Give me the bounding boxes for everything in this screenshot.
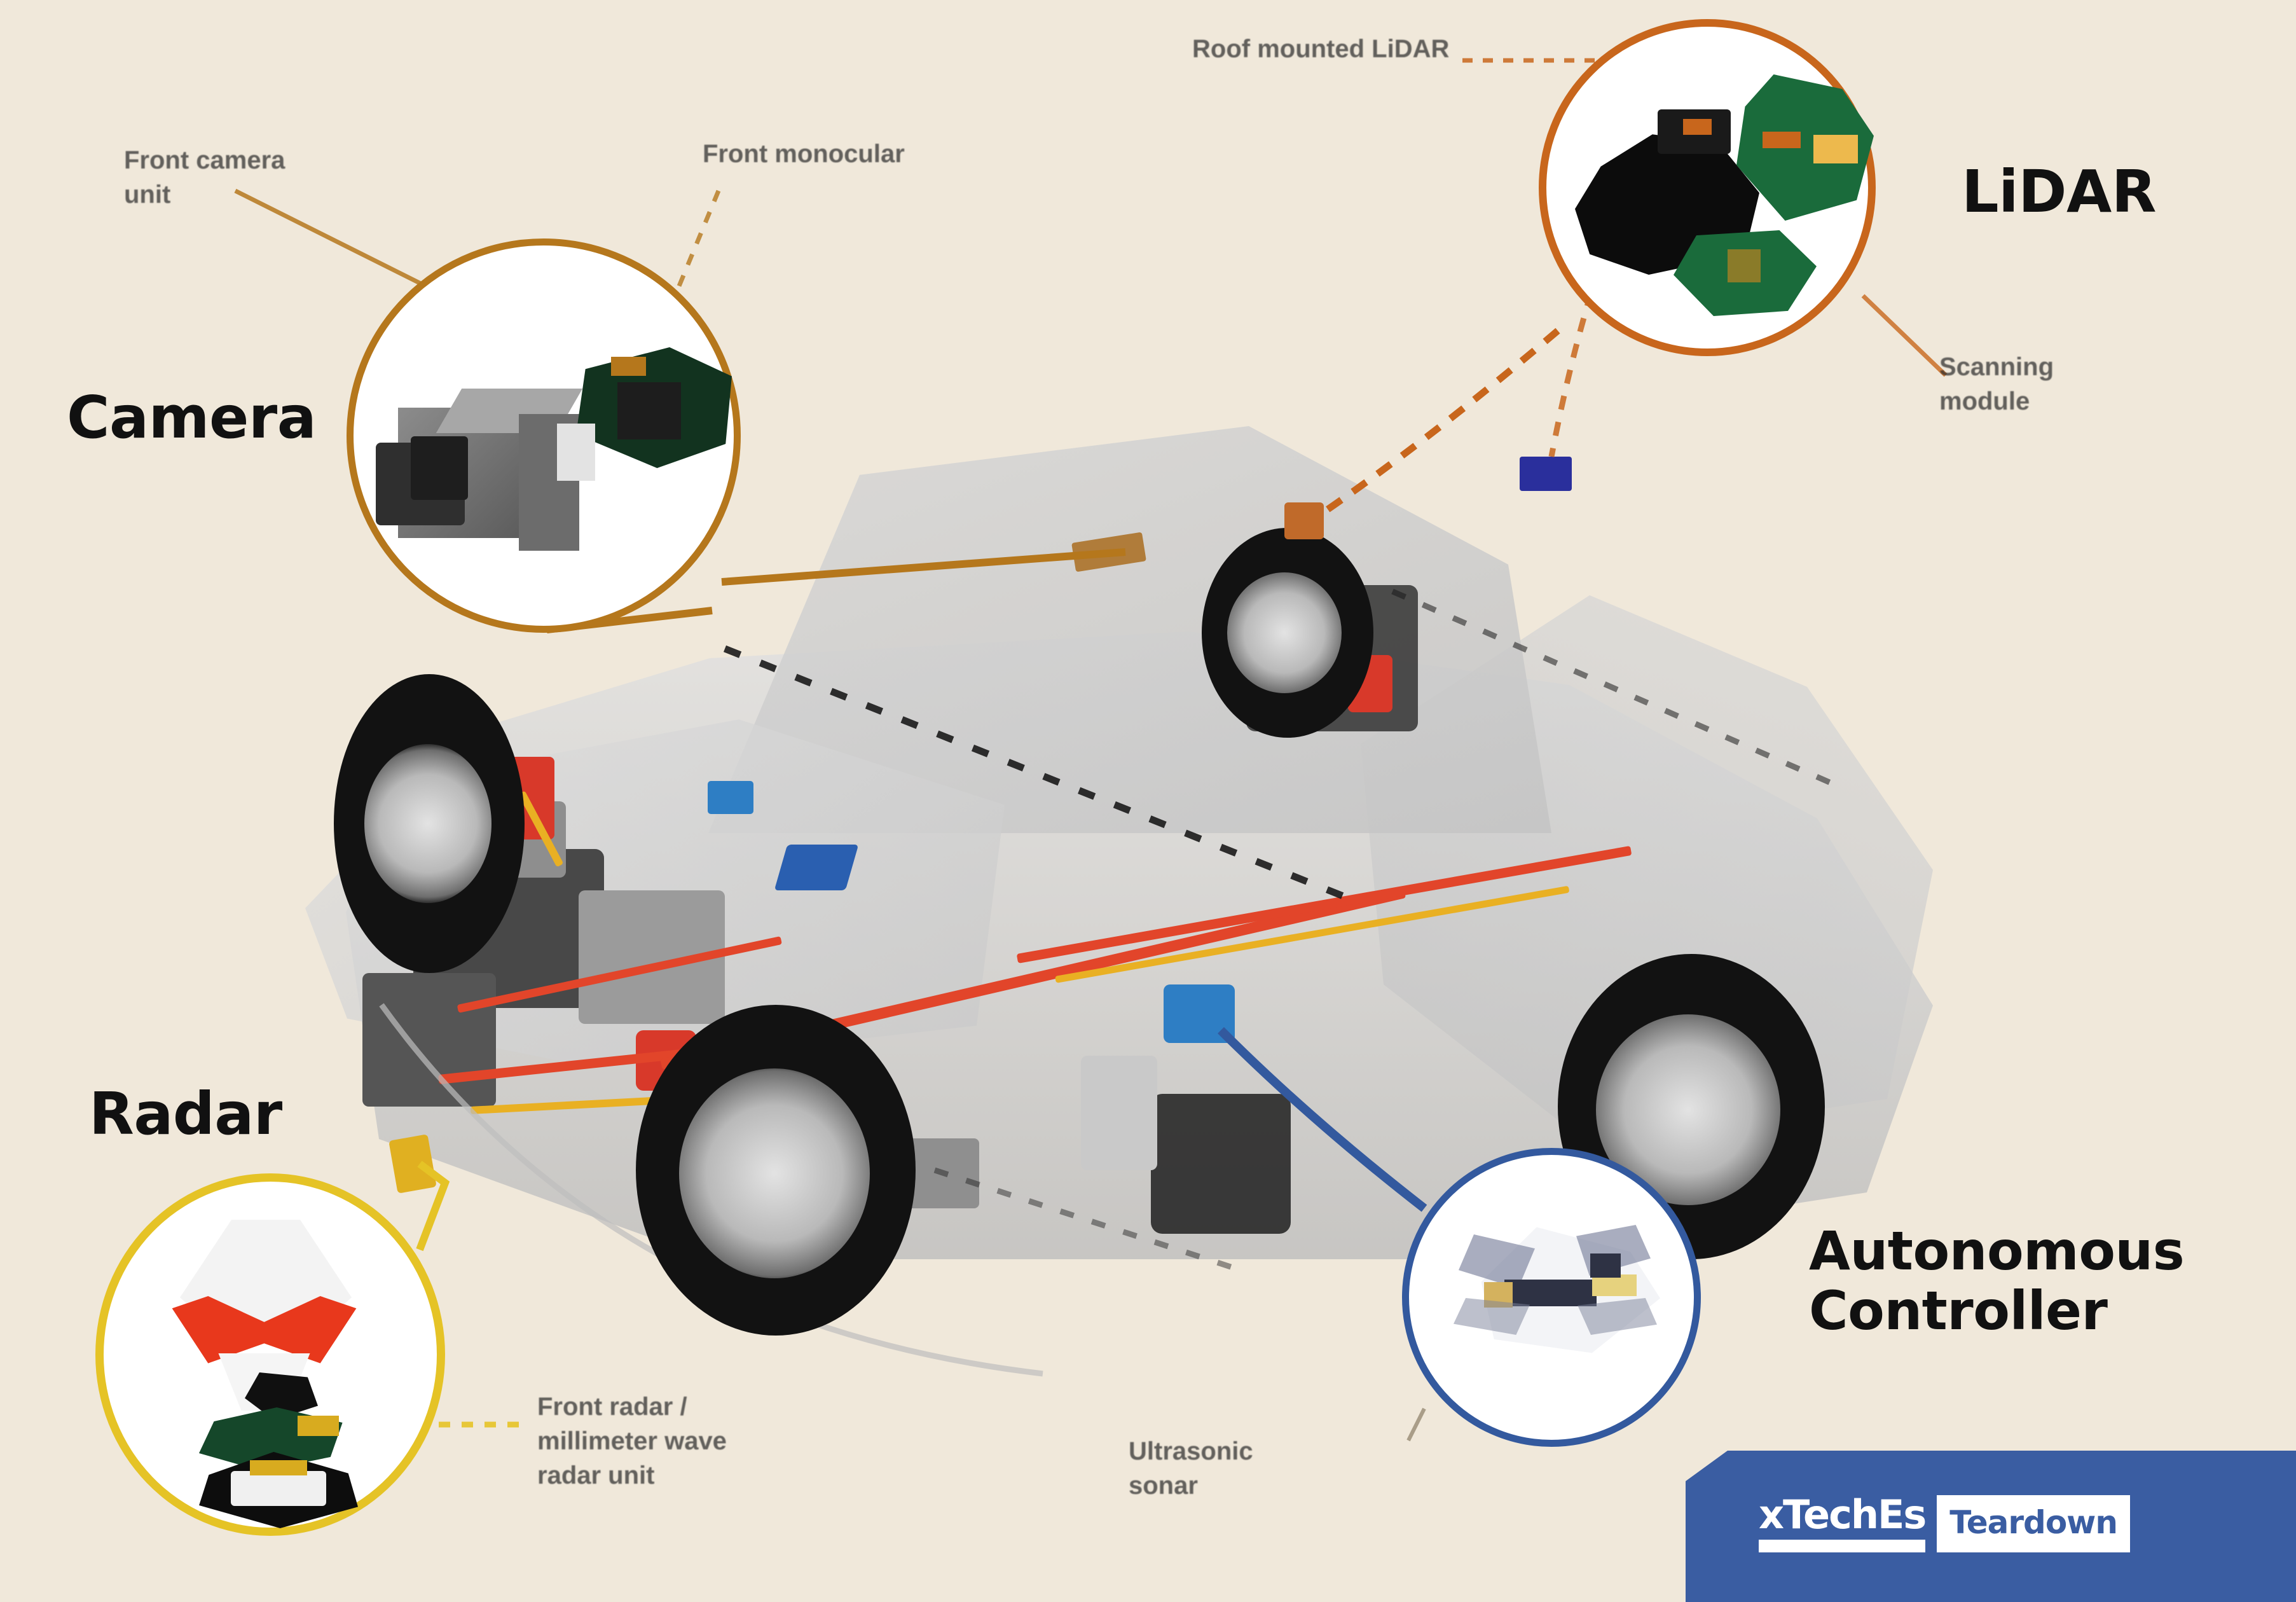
annotation-camera-front: Front camera unit [124,146,285,209]
lidar-pcb-chip [1813,135,1858,163]
marker-side-sensor-a[interactable] [708,781,753,814]
door-sill [1081,1056,1157,1170]
camera-pcb-connector [611,357,646,376]
label-radar: Radar [89,1080,282,1148]
publication-logo[interactable]: xTechEs Teardown [1686,1451,2296,1602]
controller-connector-right [1592,1274,1637,1296]
marker-controller-ecu[interactable] [1164,984,1235,1043]
logo-tagline: Teardown [1937,1495,2130,1552]
annotation-lidar-scanning-module: Scanning module [1939,353,2054,415]
radar-base-contact [250,1460,307,1475]
marker-side-sensor-b[interactable] [774,845,859,890]
wheel-rear-left [1202,528,1373,738]
annotation-radar-front: Front radar / millimeter wave radar unit [537,1393,727,1489]
cabin-interior-block [1151,1094,1291,1234]
leader-lidar-right-annotation [1861,294,1948,377]
wheel-rim [1227,572,1342,693]
marker-roof-antenna[interactable] [1520,457,1572,491]
lidar-connector [1683,119,1712,135]
controller-edge-left [1454,1298,1530,1335]
label-lidar: LiDAR [1962,158,2157,226]
camera-pcb-chip [617,382,681,439]
radar-pcb-connector [298,1416,339,1436]
marker-roof-lidar[interactable] [1284,502,1324,539]
logo-inner: xTechEs Teardown [1759,1495,2130,1552]
callout-radar[interactable] [95,1173,445,1536]
annotation-lidar-top: Roof mounted LiDAR [1192,35,1450,63]
radar-base-plate [231,1471,326,1506]
camera-flex-cable [557,424,595,481]
wheel-rim [679,1068,870,1278]
controller-soc [1504,1280,1597,1306]
callout-lidar[interactable] [1539,19,1876,356]
callout-camera[interactable] [347,238,741,633]
vehicle-illustration [280,382,2028,1463]
wheel-rim [364,744,492,903]
lidar-pcb-lower-chip [1728,249,1761,282]
label-camera: Camera [67,383,317,452]
wheel-front-right [636,1005,916,1336]
label-autonomous-controller: Autonomous Controller [1809,1220,2185,1343]
controller-memory [1590,1253,1621,1278]
annotation-front-monocular: Front monocular [703,140,905,168]
wheel-front-left [334,674,525,973]
logo-wordmark: xTechEs [1759,1495,1927,1552]
lidar-pcb-connector [1763,132,1801,148]
annotation-ultrasonic-sonar: Ultrasonic sonar [1129,1437,1253,1500]
camera-lens-barrel [411,436,468,500]
callout-autonomous-controller[interactable] [1402,1148,1701,1447]
front-subframe [362,973,496,1107]
